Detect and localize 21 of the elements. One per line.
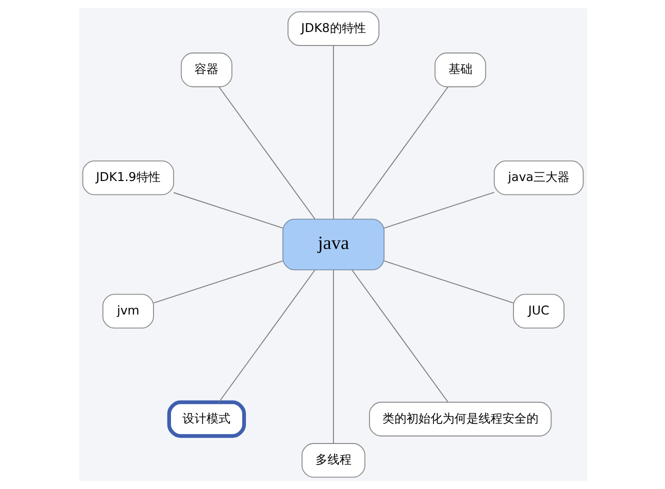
connector [383,260,514,304]
node-box: JDK8的特性 [287,11,379,46]
node-box: 基础 [434,52,486,88]
connector [383,192,494,228]
connector [218,269,315,403]
node-box: 类的初始化为何是线程安全的 [368,402,552,436]
connector [152,260,283,304]
node-box: 多线程 [301,443,365,478]
connector [332,270,334,444]
connector [218,86,315,220]
connector [350,86,448,220]
connector [350,269,448,403]
node-box: 设计模式 [166,400,246,438]
connector [332,45,334,220]
connector [172,192,283,228]
node-box: JUC [512,294,564,329]
node-box: java三大器 [493,160,584,196]
node-box: 容器 [180,52,232,88]
node-box: JDK1.9特性 [82,160,174,196]
node-box: java [282,218,384,270]
node-box: jvm [102,294,154,329]
